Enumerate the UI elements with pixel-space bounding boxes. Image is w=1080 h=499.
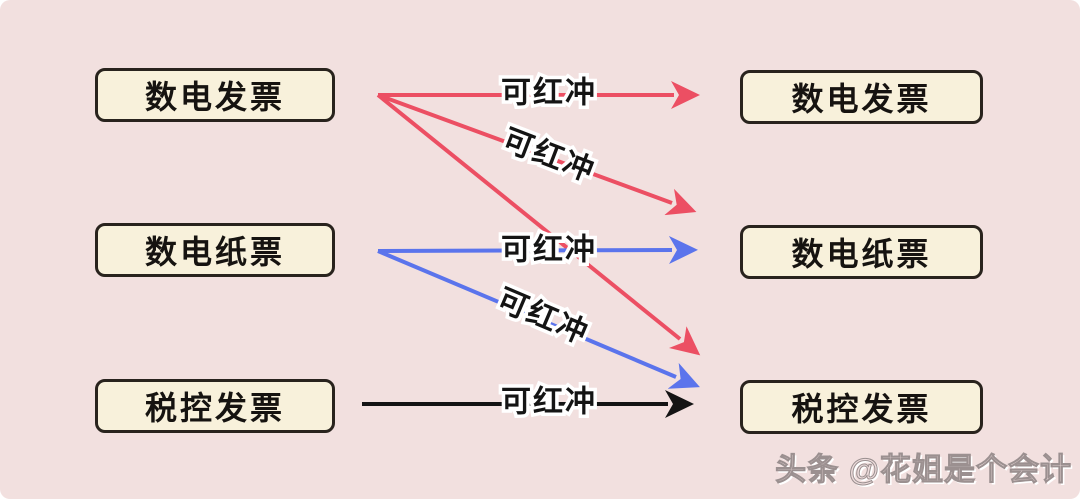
node-e-paper-right: 数电纸票 — [740, 225, 983, 279]
arrow-e-paper-to-e-paper — [377, 236, 698, 265]
node-tax-control-left: 税控发票 — [95, 379, 335, 433]
watermark: 头条 @花姐是个会计 — [775, 452, 1072, 488]
node-e-paper-left: 数电纸票 — [95, 223, 335, 277]
node-tax-control-right: 税控发票 — [740, 380, 983, 434]
edge-label-red-top: 可红冲 — [501, 77, 597, 110]
arrow-e-invoice-to-e-paper — [377, 93, 697, 216]
arrow-e-paper-to-tax-control — [377, 249, 700, 389]
arrow-e-invoice-to-tax-control — [376, 93, 701, 356]
node-e-invoice-right: 数电发票 — [740, 70, 983, 124]
edge-label-blue-diagonal: 可红冲 — [492, 283, 593, 351]
node-e-invoice-left: 数电发票 — [95, 68, 335, 122]
edge-label-blue-middle: 可红冲 — [501, 234, 597, 267]
edge-label-red-diagonal: 可红冲 — [498, 123, 599, 188]
edge-label-black-bottom: 可红冲 — [501, 386, 597, 419]
